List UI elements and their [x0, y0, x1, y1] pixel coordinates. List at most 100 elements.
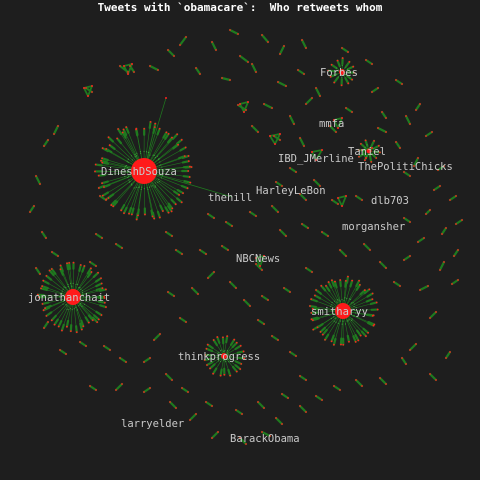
leaf-node	[330, 279, 333, 282]
leaf-node	[247, 61, 249, 63]
edge	[105, 147, 113, 154]
edge	[344, 60, 351, 68]
edge	[117, 127, 123, 136]
edge	[50, 250, 60, 258]
edge-joint	[161, 166, 163, 168]
edge	[248, 210, 258, 218]
edge	[298, 136, 306, 148]
leaf-node	[339, 279, 342, 281]
leaf-node	[399, 147, 401, 149]
edge-joint	[225, 360, 227, 363]
leaf-node	[315, 87, 317, 89]
edge	[276, 80, 288, 88]
leaf-node	[75, 331, 78, 334]
edge-joint	[77, 305, 80, 307]
leaf-node	[271, 335, 273, 337]
leaf-node	[358, 155, 360, 158]
edge	[332, 384, 342, 392]
edge-joint	[336, 299, 338, 301]
leaf-node	[245, 443, 247, 445]
edge	[361, 147, 373, 151]
edge-joint	[143, 150, 145, 153]
leaf-node	[171, 136, 173, 139]
edge-joint	[81, 290, 84, 292]
leaf-node	[231, 225, 233, 227]
edge-joint	[139, 151, 142, 153]
edge-layer	[28, 28, 464, 446]
leaf-node	[429, 317, 431, 319]
leaf-node	[149, 121, 152, 123]
leaf-node	[295, 355, 297, 357]
edge	[164, 372, 174, 382]
edge	[34, 174, 42, 186]
edge-joint	[336, 301, 338, 303]
leaf-node	[117, 128, 120, 130]
edge	[59, 268, 65, 276]
edge	[84, 86, 94, 94]
leaf-node	[289, 167, 291, 169]
edge	[28, 204, 36, 214]
node-layer	[29, 29, 463, 445]
edge	[356, 329, 362, 337]
edge-joint	[226, 349, 229, 352]
edge	[234, 360, 243, 366]
edge-joint	[353, 306, 355, 308]
edge	[50, 267, 57, 275]
edge-joint	[146, 187, 148, 189]
edge	[219, 368, 223, 377]
edge	[450, 278, 460, 286]
edge	[50, 314, 57, 322]
leaf-node	[271, 107, 273, 109]
leaf-node	[235, 341, 238, 344]
leaf-node	[435, 311, 437, 313]
leaf-node	[170, 210, 173, 213]
leaf-node	[255, 263, 257, 265]
edge	[65, 262, 70, 271]
edge-joint	[334, 317, 336, 319]
leaf-node	[209, 367, 211, 370]
edge	[243, 101, 249, 113]
edge	[274, 416, 284, 426]
edge	[328, 124, 338, 134]
leaf-node	[176, 133, 179, 136]
leaf-node	[285, 85, 287, 87]
leaf-node	[237, 104, 239, 106]
edge-joint	[341, 323, 343, 325]
leaf-node	[355, 379, 357, 381]
edge	[123, 65, 129, 75]
leaf-node	[195, 67, 197, 69]
edge	[344, 76, 350, 85]
edge	[112, 200, 119, 208]
edge	[250, 124, 260, 134]
edge	[175, 197, 183, 204]
leaf-node	[217, 431, 219, 433]
edge-joint	[338, 299, 340, 301]
leaf-node	[281, 185, 283, 187]
edge	[319, 326, 327, 333]
leaf-node	[100, 282, 103, 285]
edge	[170, 198, 177, 206]
leaf-node	[95, 265, 97, 267]
leaf-node	[347, 51, 349, 53]
leaf-node	[257, 401, 259, 403]
edge	[298, 192, 308, 202]
edge	[274, 180, 284, 188]
edge	[166, 290, 176, 298]
edge-joint	[354, 312, 356, 314]
leaf-node	[241, 413, 243, 415]
leaf-node	[305, 267, 307, 269]
leaf-node	[57, 255, 59, 257]
edge	[41, 285, 49, 290]
leaf-node	[169, 401, 171, 403]
leaf-node	[131, 63, 133, 65]
leaf-node	[97, 318, 100, 321]
leaf-node	[269, 435, 271, 437]
leaf-node	[213, 217, 215, 219]
edge-joint	[366, 144, 368, 146]
edge-joint	[344, 297, 346, 299]
edge-joint	[71, 309, 73, 311]
leaf-node	[108, 144, 111, 147]
edge-joint	[333, 316, 335, 318]
edge	[362, 327, 370, 334]
edge	[122, 128, 128, 136]
